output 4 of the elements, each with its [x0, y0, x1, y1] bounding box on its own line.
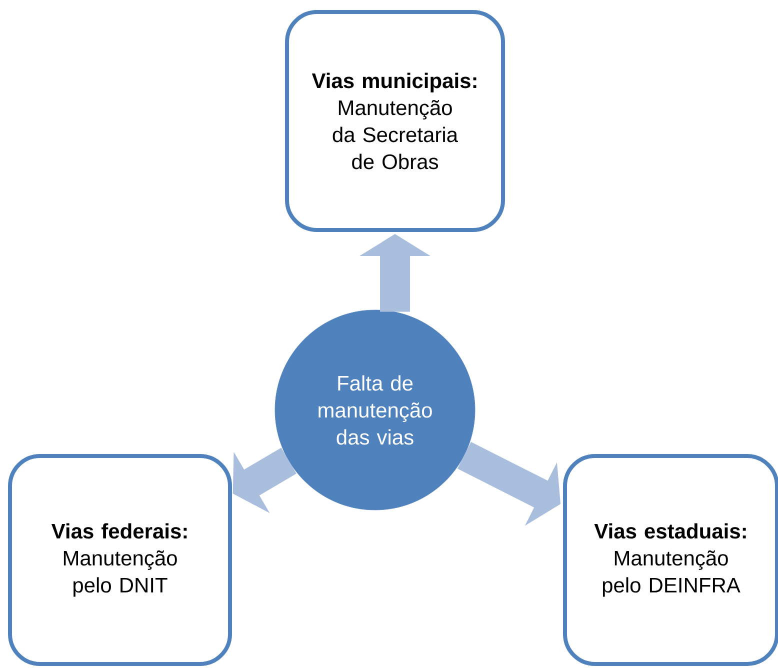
rounded-box: Vias municipais: Manutenção da Secretaria de Obras — [285, 10, 505, 232]
rounded-box: Vias federais: Manutenção pelo DNIT — [8, 454, 232, 666]
rounded-box: Vias estaduais: Manutenção pelo DEINFRA — [563, 454, 778, 666]
block-arrow — [232, 448, 296, 514]
